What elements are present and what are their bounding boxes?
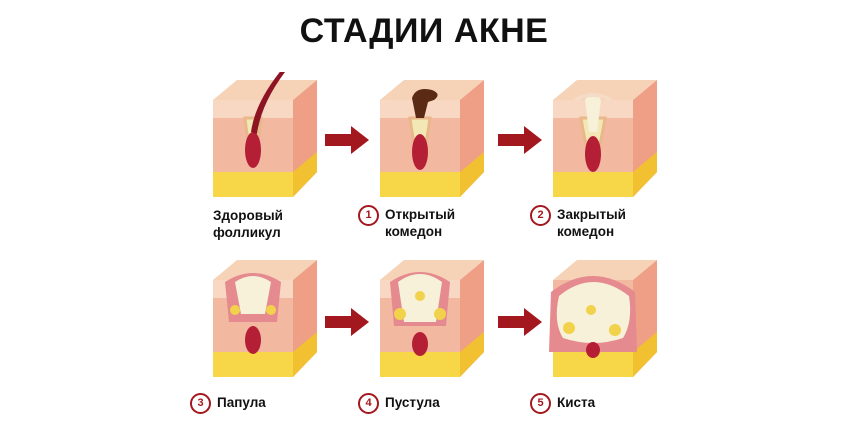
- arrow-icon: [325, 126, 369, 154]
- page-title: СТАДИИ АКНЕ: [299, 12, 549, 50]
- stage-number-badge: 4: [358, 393, 379, 414]
- stage-label-line1: Папула: [217, 395, 266, 410]
- closed-comedone-icon: [553, 80, 657, 197]
- stage-label-open-comedone: 1 Открытый комедон: [358, 205, 456, 240]
- stage-pustule: [372, 252, 502, 382]
- stage-label-line1: Здоровый: [213, 208, 283, 223]
- stage-healthy-follicle: [205, 72, 335, 202]
- stage-cyst: [545, 252, 675, 382]
- stage-number-badge: 2: [530, 205, 551, 226]
- stage-open-comedone: [372, 72, 502, 202]
- stage-label-line1: Пустула: [385, 395, 440, 410]
- stage-label-healthy: Здоровый фолликул: [213, 207, 283, 241]
- stage-label-line2: фолликул: [213, 225, 281, 240]
- stage-number-badge: 1: [358, 205, 379, 226]
- stage-label-line2: комедон: [557, 224, 615, 239]
- stage-papule: [205, 252, 335, 382]
- stage-label-line1: Открытый: [385, 207, 456, 222]
- stage-number-badge: 5: [530, 393, 551, 414]
- stage-label-cyst: 5 Киста: [530, 393, 596, 414]
- stage-number-badge: 3: [190, 393, 211, 414]
- arrow-icon: [498, 308, 542, 336]
- cyst-icon: [549, 260, 657, 377]
- stage-closed-comedone: [545, 72, 675, 202]
- open-comedone-icon: [380, 80, 484, 197]
- papule-icon: [213, 260, 317, 377]
- stage-label-closed-comedone: 2 Закрытый комедон: [530, 205, 626, 240]
- stage-label-line1: Закрытый: [557, 207, 626, 222]
- healthy-follicle-icon: [213, 72, 317, 197]
- arrow-icon: [498, 126, 542, 154]
- arrow-icon: [325, 308, 369, 336]
- stage-label-line2: комедон: [385, 224, 443, 239]
- stage-label-pustule: 4 Пустула: [358, 393, 440, 414]
- stage-label-line1: Киста: [557, 395, 596, 410]
- pustule-icon: [380, 260, 484, 377]
- stage-label-papule: 3 Папула: [190, 393, 266, 414]
